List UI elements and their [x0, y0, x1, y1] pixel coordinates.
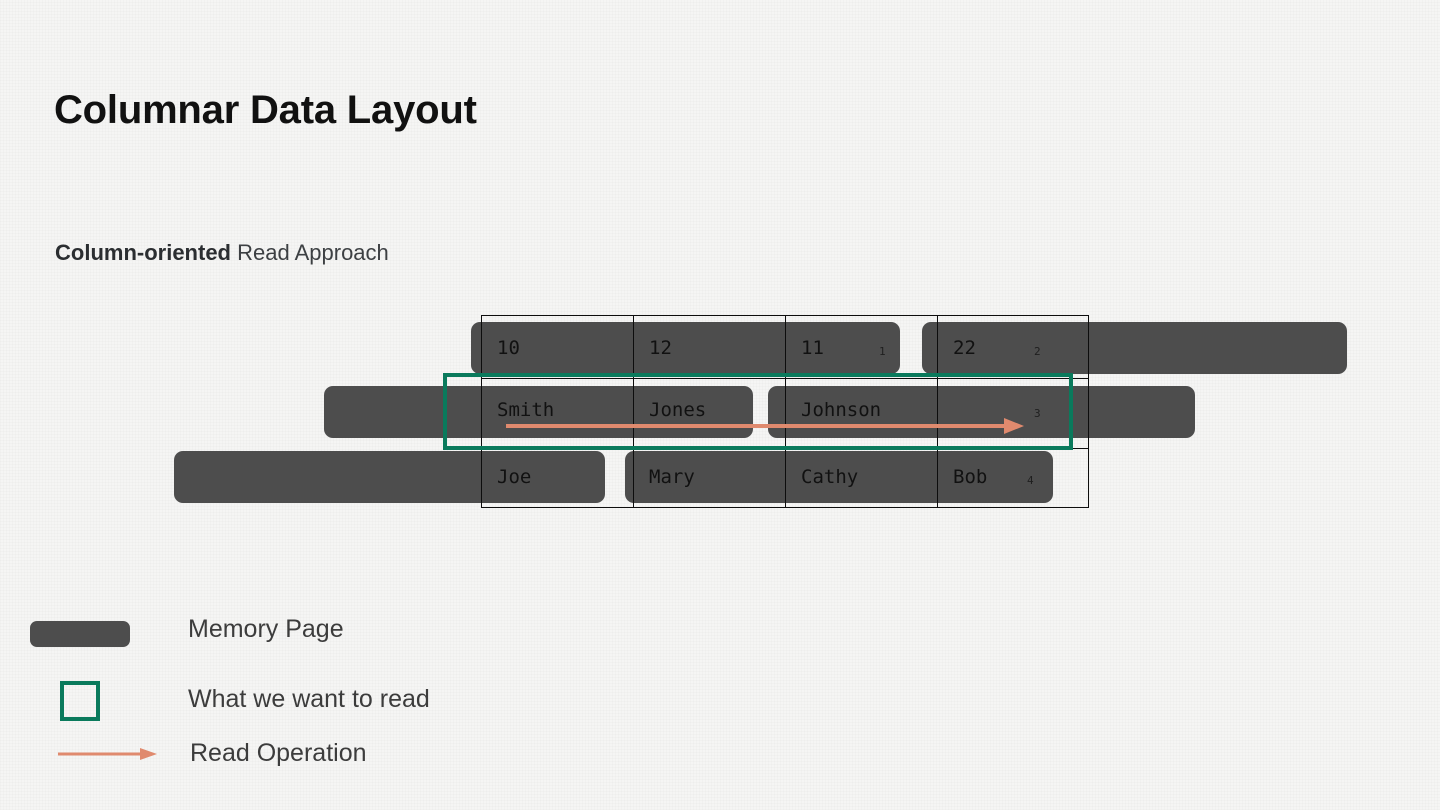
memory-page-bar: [625, 451, 1053, 503]
column-divider: [785, 316, 787, 507]
page-title: Columnar Data Layout: [54, 88, 477, 132]
legend-label: Read Operation: [190, 739, 367, 767]
memory-page-bar: [471, 322, 900, 374]
row-divider: [482, 378, 1088, 380]
highlight-box-swatch-icon: [60, 681, 100, 721]
table-cell: Jones: [649, 399, 707, 421]
legend-item-memory-page: Memory Page: [28, 615, 648, 671]
memory-page-number: 3: [1034, 407, 1041, 420]
subtitle: Column-oriented Read Approach: [55, 240, 389, 266]
table-cell: Johnson: [801, 399, 882, 421]
memory-page-bar: [174, 451, 605, 503]
legend-item-read-operation: Read Operation: [28, 727, 648, 783]
memory-page-bar: [324, 386, 753, 438]
table-cell: 22: [953, 337, 976, 359]
column-divider: [633, 316, 635, 507]
legend-label: Memory Page: [188, 615, 344, 643]
table-cell: Bob: [953, 466, 988, 488]
table-cell: Smith: [497, 399, 555, 421]
memory-page-swatch-icon: [30, 621, 130, 647]
table-cell: 12: [649, 337, 672, 359]
subtitle-emphasis: Column-oriented: [55, 240, 231, 265]
memory-page-number: 1: [879, 345, 886, 358]
legend: Memory Page What we want to read Read Op…: [28, 615, 648, 783]
table-cell: Joe: [497, 466, 532, 488]
memory-page-number: 2: [1034, 345, 1041, 358]
table-cell: Cathy: [801, 466, 859, 488]
memory-page-bar: [768, 386, 1195, 438]
what-we-want-to-read-box: [443, 373, 1073, 450]
table-cell: Mary: [649, 466, 695, 488]
column-divider: [937, 316, 939, 507]
memory-page-bar: [922, 322, 1347, 374]
table-cell: 11: [801, 337, 824, 359]
table-cell: 10: [497, 337, 520, 359]
read-operation-arrow: [506, 418, 1024, 434]
read-arrow-swatch-icon: [58, 748, 157, 760]
subtitle-rest: Read Approach: [231, 240, 389, 265]
legend-label: What we want to read: [188, 685, 430, 713]
memory-page-number: 4: [1027, 474, 1034, 487]
legend-item-highlight: What we want to read: [28, 671, 648, 727]
